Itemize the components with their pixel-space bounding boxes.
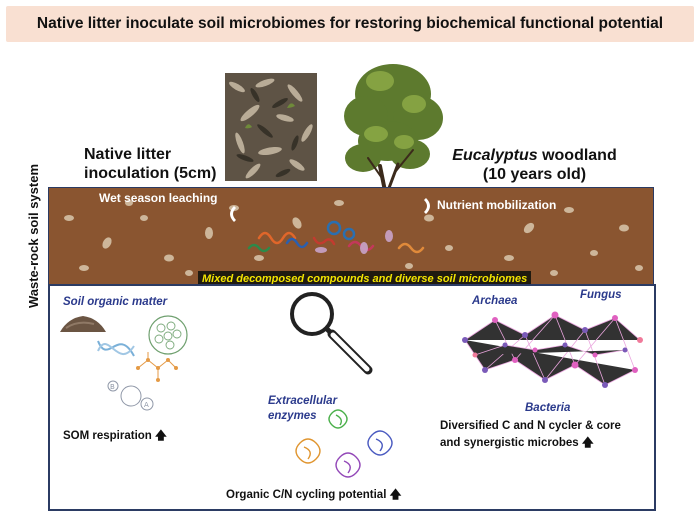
bacteria-label: Bacteria xyxy=(525,402,570,414)
arrow-up-icon: 🡅 xyxy=(389,489,402,501)
dna-helix-icon xyxy=(96,336,136,375)
nutrient-label: Nutrient mobilization xyxy=(437,198,556,212)
magnifying-glass-icon xyxy=(286,288,386,383)
arrow-up-icon: 🡅 xyxy=(155,430,167,442)
bacteria-text: Bacteria xyxy=(525,402,571,414)
mixed-text: Mixed decomposed compounds and diverse s… xyxy=(202,273,528,285)
microbial-network-icon xyxy=(455,300,645,407)
native-litter-label: Native litter inoculation (5cm) xyxy=(84,145,224,183)
archaea-text: Archaea xyxy=(472,295,518,307)
side-label-text: Waste-rock soil system xyxy=(26,163,41,308)
woodland-rest: woodland (10 years old) xyxy=(482,147,617,183)
fungus-text: Fungus xyxy=(580,289,622,301)
native-litter-text: Native litter inoculation (5cm) xyxy=(84,146,217,182)
som-title-text: Soil organic matter xyxy=(63,296,168,308)
som-title: Soil organic matter xyxy=(63,296,167,308)
svg-text:B: B xyxy=(110,383,115,391)
enzymes-title: Extracellular enzymes xyxy=(268,394,348,424)
molecule-icon xyxy=(134,350,180,391)
woodland-italic: Eucalyptus xyxy=(452,147,538,164)
waste-rock-label: Waste-rock soil system xyxy=(20,163,48,307)
cycling-text: Organic C/N cycling potential xyxy=(226,489,387,501)
litter-photo xyxy=(225,73,317,181)
enzymes-title-text: Extracellular enzymes xyxy=(268,395,338,422)
wet-season-label: Wet season leaching xyxy=(99,191,217,205)
som-respiration-text: SOM respiration xyxy=(63,430,152,442)
soil-layer xyxy=(48,187,654,286)
som-respiration-label: SOM respiration 🡅 xyxy=(63,428,167,447)
archaea-label: Archaea xyxy=(472,295,517,307)
nutrient-text: Nutrient mobilization xyxy=(437,198,557,212)
woodland-label: Eucalyptus woodland (10 years old) xyxy=(447,146,622,184)
fungus-label: Fungus xyxy=(580,289,622,301)
diversified-text: Diversified C and N cycler & core and sy… xyxy=(440,420,621,449)
mixed-compounds-label: Mixed decomposed compounds and diverse s… xyxy=(198,271,532,287)
soil-mound-icon xyxy=(58,310,108,340)
wet-season-text: Wet season leaching xyxy=(99,191,218,205)
eucalyptus-tree-icon xyxy=(318,46,468,296)
svg-text:A: A xyxy=(144,401,149,409)
enzyme-structures-icon xyxy=(292,405,412,495)
banner-title: Native litter inoculate soil microbiomes… xyxy=(36,15,664,32)
arrow-up-icon: 🡅 xyxy=(581,437,594,449)
cycling-label: Organic C/N cycling potential 🡅 xyxy=(226,487,401,506)
diversified-label: Diversified C and N cycler & core and sy… xyxy=(440,418,640,452)
title-banner: Native litter inoculate soil microbiomes… xyxy=(6,6,694,42)
organic-structure-icon xyxy=(146,313,190,362)
